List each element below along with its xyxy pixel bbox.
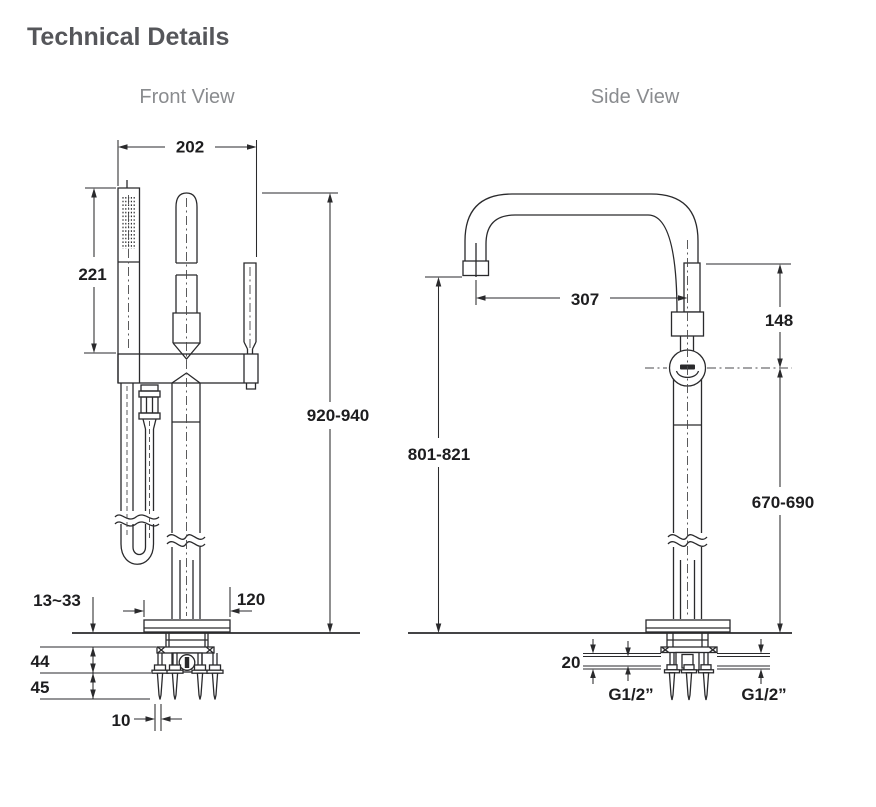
dim-side-joint-height: 670-690 [752, 368, 814, 633]
dim-front-overall-height: 920-940 [262, 192, 369, 633]
hose-break-line [114, 514, 160, 520]
front-view-drawing: 202 221 920-940 13~33 [31, 138, 369, 731]
svg-text:670-690: 670-690 [752, 493, 814, 512]
svg-text:221: 221 [78, 265, 106, 284]
side-view-drawing: 307 148 801-821 [408, 193, 814, 704]
svg-text:148: 148 [765, 311, 793, 330]
handshower-spray-face [122, 197, 135, 249]
front-lever-handle [243, 262, 257, 354]
svg-text:120: 120 [237, 590, 265, 609]
dim-side-spout-drop: 148 [706, 263, 793, 368]
front-handshower [117, 180, 141, 383]
side-spout-outlet [462, 243, 490, 277]
dim-front-handshower-length: 221 [78, 187, 116, 354]
side-view-label: Side View [591, 86, 680, 108]
front-base-plate [143, 619, 231, 633]
svg-text:10: 10 [112, 711, 131, 730]
front-centerlines [126, 195, 251, 616]
svg-text:44: 44 [31, 652, 50, 671]
svg-text:13~33: 13~33 [33, 591, 81, 610]
dim-front-screw-width: 10 [112, 704, 182, 731]
page-title: Technical Details [27, 23, 229, 51]
svg-text:20: 20 [562, 653, 581, 672]
front-riser-column [166, 383, 206, 619]
side-column-break-line [667, 534, 708, 540]
side-neck [679, 336, 695, 351]
dim-front-base-width: 120 [123, 587, 265, 617]
dim-front-overall-width: 202 [117, 138, 258, 257]
side-lever-handle [683, 262, 701, 313]
svg-text:307: 307 [571, 290, 599, 309]
dim-front-floor-thickness: 13~33 [33, 591, 96, 633]
dim-side-plate-gap: 20 [562, 639, 764, 684]
front-screws [151, 664, 224, 700]
svg-text:801-821: 801-821 [408, 445, 470, 464]
side-spout [462, 193, 699, 314]
dim-front-screw-length: 45 [31, 678, 50, 697]
side-dimensions: 307 148 801-821 [408, 263, 814, 704]
dim-front-underfloor-depth: 44 45 [31, 646, 156, 700]
column-break-line [166, 534, 206, 540]
dim-side-outlet-height: 801-821 [408, 276, 470, 633]
front-hose-connector [138, 384, 161, 430]
front-handshower-hose [114, 383, 160, 565]
side-screws [663, 664, 715, 701]
side-centerlines [645, 240, 792, 616]
dim-side-spout-reach: 307 [475, 280, 688, 309]
front-dimensions: 202 221 920-940 13~33 [31, 138, 369, 731]
front-spout [172, 192, 201, 344]
side-base-plate [645, 619, 731, 633]
svg-text:920-940: 920-940 [307, 406, 369, 425]
front-crossbar [117, 342, 259, 390]
label-inlet-thread-left: G1/2” [608, 685, 653, 704]
label-inlet-thread-right: G1/2” [741, 685, 786, 704]
svg-text:202: 202 [176, 138, 204, 157]
front-view-label: Front View [139, 86, 235, 108]
